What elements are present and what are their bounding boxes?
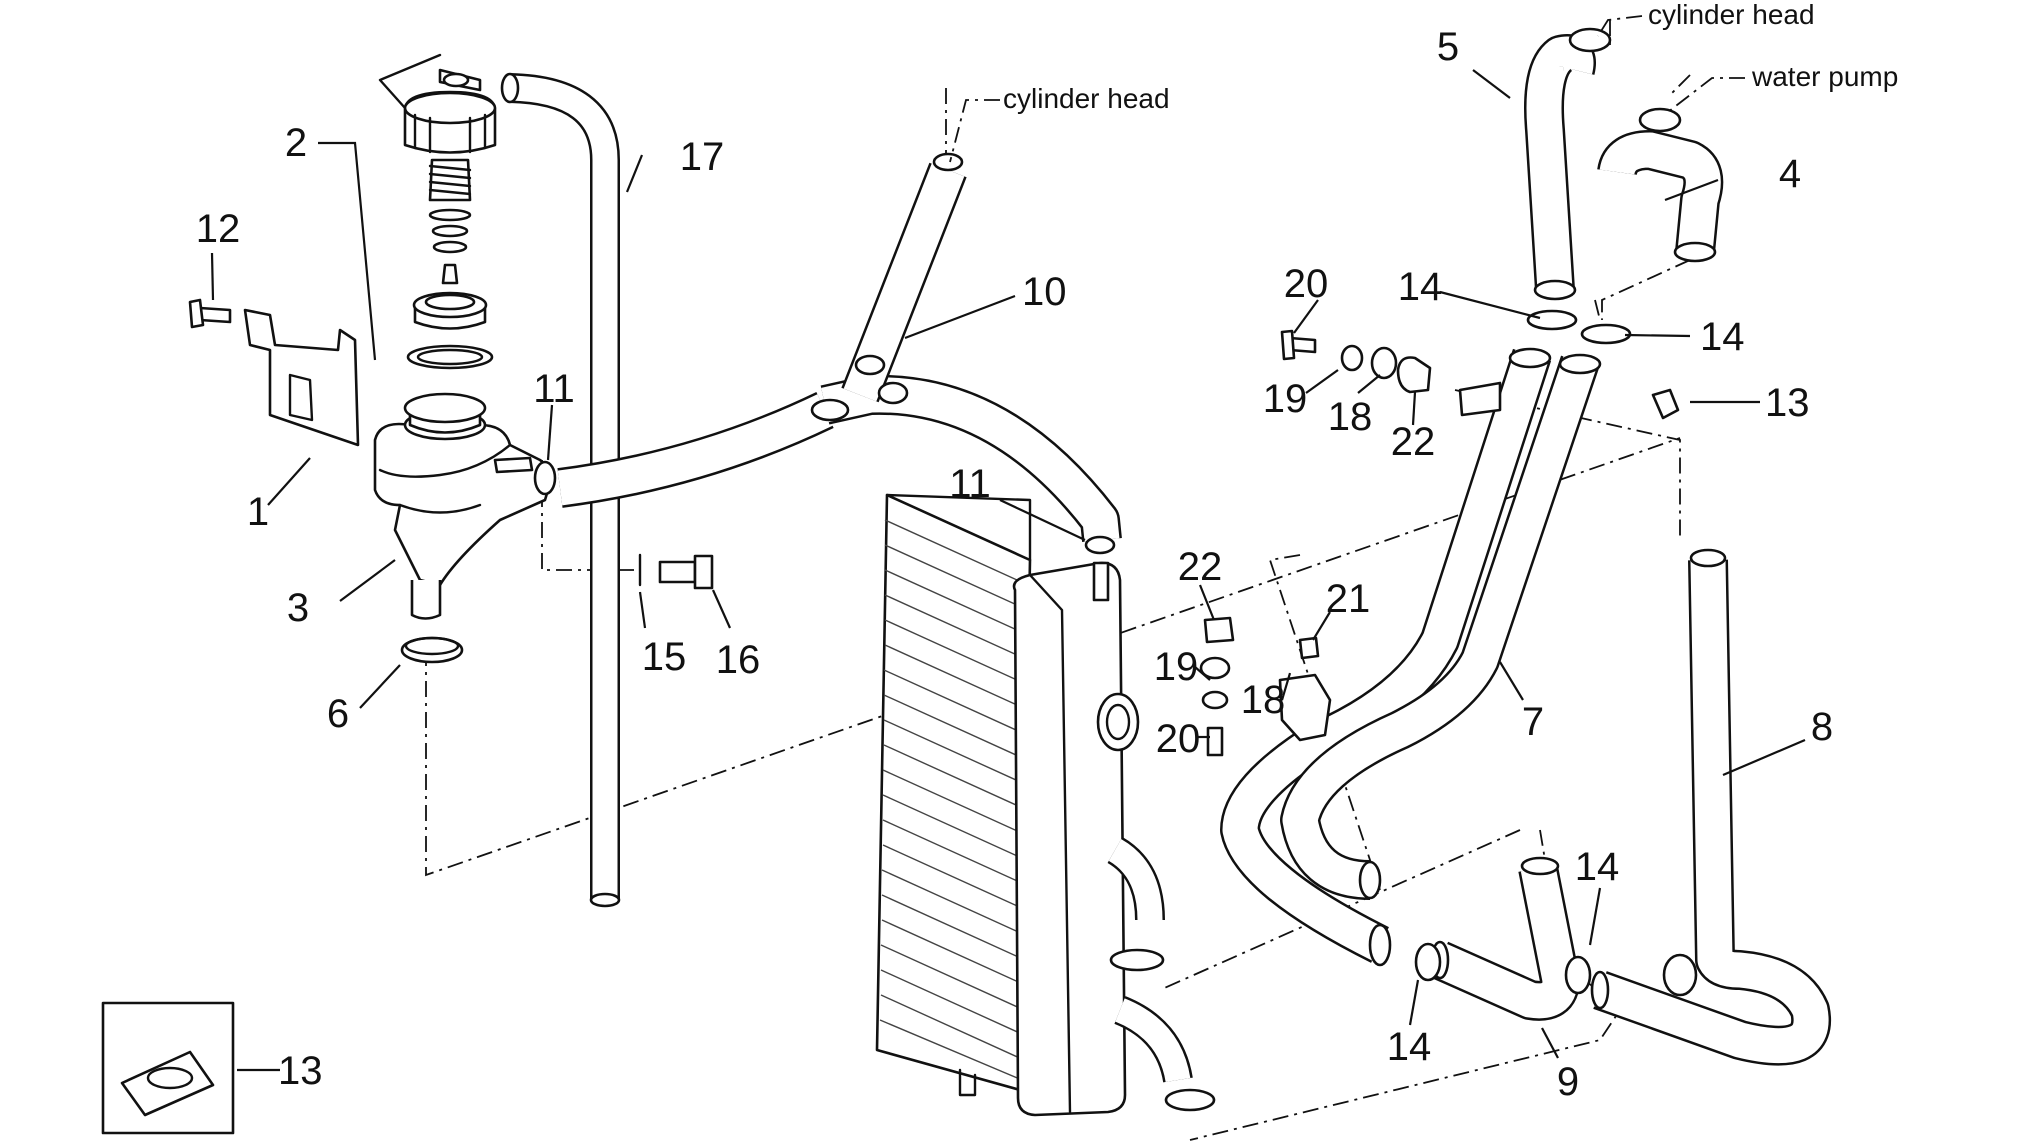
- leader-lines: [210, 69, 1806, 1072]
- callout-labels: 1 2 3 4 5 6 7 8 9 10 11 11 12 13 13 14 1…: [196, 25, 1833, 1104]
- hose-10: [557, 162, 1122, 542]
- radiator-stub-pipes: [1106, 836, 1193, 1083]
- fastener-group-lower: [1199, 616, 1332, 757]
- screw-12: [188, 298, 232, 329]
- callout-1: 1: [247, 490, 269, 534]
- hose-9: [1431, 864, 1580, 1021]
- callout-14-upper-left: 14: [1398, 265, 1443, 309]
- callout-20-lower: 20: [1156, 717, 1201, 761]
- callout-21: 21: [1326, 577, 1371, 621]
- clip-13: [1651, 388, 1680, 420]
- hose-clamps: [932, 27, 1682, 1112]
- callout-2: 2: [285, 121, 307, 165]
- hose-17: [509, 73, 620, 900]
- callout-9: 9: [1557, 1060, 1579, 1104]
- annotation-cylinder-head-top: cylinder head: [1648, 0, 1815, 30]
- hose-4: [1597, 130, 1724, 254]
- callout-5: 5: [1437, 25, 1459, 69]
- callout-22-upper: 22: [1391, 420, 1436, 464]
- callout-6: 6: [327, 692, 349, 736]
- annotation-cylinder-head-left: cylinder head: [1003, 83, 1170, 114]
- callout-3: 3: [287, 586, 309, 630]
- radiator-fins: [879, 519, 1029, 1081]
- annotation-water-pump: water pump: [1751, 61, 1898, 92]
- callout-14-lower-left: 14: [1387, 1025, 1432, 1069]
- callout-11-tank: 11: [533, 367, 575, 411]
- callout-13-clip: 13: [1765, 381, 1810, 425]
- callout-19-lower: 19: [1154, 645, 1199, 689]
- hose-7: [1220, 348, 1599, 963]
- clamp-11-tank: [533, 460, 557, 496]
- callout-12: 12: [196, 207, 241, 251]
- callout-13-inset: 13: [278, 1049, 323, 1093]
- callout-19-upper: 19: [1263, 377, 1308, 421]
- callout-16: 16: [716, 638, 761, 682]
- radiator: [875, 493, 1140, 1117]
- callout-14-upper-right: 14: [1700, 315, 1745, 359]
- callout-14-lower-right: 14: [1575, 845, 1620, 889]
- callout-10: 10: [1022, 270, 1067, 314]
- cap-spring: [428, 158, 472, 202]
- callout-11-radiator: 11: [949, 462, 991, 506]
- callout-18-upper: 18: [1328, 395, 1373, 439]
- callout-8: 8: [1811, 705, 1833, 749]
- callout-15: 15: [642, 635, 687, 679]
- cap-assembly: [378, 53, 497, 370]
- annotation-labels: cylinder head cylinder head water pump: [949, 0, 1898, 163]
- hose-8: [1593, 559, 1832, 1066]
- callout-17: 17: [680, 135, 725, 179]
- callout-7: 7: [1522, 700, 1544, 744]
- inset-clip-13: [101, 1001, 235, 1135]
- callout-22-lower: 22: [1178, 545, 1223, 589]
- bracket-1: [243, 308, 360, 447]
- fastener-group-upper: [1280, 329, 1502, 417]
- expansion-tank: [373, 392, 551, 620]
- hose-5: [1524, 34, 1596, 292]
- callout-20-upper: 20: [1284, 262, 1329, 306]
- screw-16: [658, 554, 714, 590]
- hose-end-caps: [500, 72, 1727, 1010]
- callout-4: 4: [1779, 152, 1801, 196]
- clamp-6: [400, 636, 464, 664]
- callout-18-lower: 18: [1241, 678, 1286, 722]
